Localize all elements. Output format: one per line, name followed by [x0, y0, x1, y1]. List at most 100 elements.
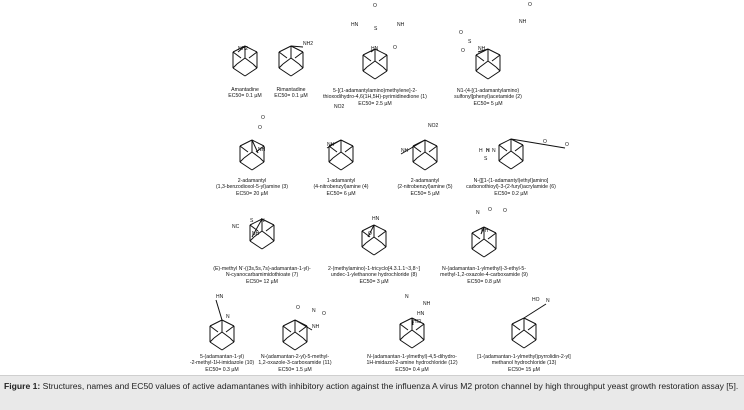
bond: [361, 246, 375, 256]
atom-label: NH: [397, 22, 405, 28]
bond: [269, 236, 275, 242]
ec50-value: EC50= 6 µM: [326, 190, 356, 197]
bond: [400, 139, 426, 155]
bond: [249, 236, 255, 242]
bond: [411, 339, 425, 349]
bond: [475, 238, 485, 246]
bond: [298, 63, 304, 69]
compound-name: 2-(methylamino)-1-tricyclo[4.3.1.1~3,8~]…: [299, 266, 449, 285]
bond: [361, 242, 367, 248]
bond: [511, 323, 521, 331]
bond: [510, 150, 520, 158]
atom-label: S: [484, 156, 488, 162]
caption-bar: Figure 1: Structures, names and EC50 val…: [0, 375, 744, 410]
atom-label: O: [503, 208, 507, 214]
bond: [326, 139, 342, 149]
ec50-value: EC50= 2.5 µM: [358, 100, 392, 107]
compound-name: 1-adamantyl (4-nitrobenzyl)amine (4)EC50…: [291, 178, 391, 197]
bond: [531, 335, 537, 341]
bond: [381, 242, 387, 248]
bond: [527, 323, 537, 331]
compound-name-text: (E)-methyl N'-((3s,5s,7s)-adamantan-1-yl…: [213, 266, 311, 279]
bond: [377, 230, 387, 238]
bond: [249, 224, 259, 232]
bond: [523, 317, 537, 325]
structure-12: [209, 299, 235, 351]
bond: [502, 150, 512, 158]
atom-label: HN: [417, 311, 425, 317]
bond: [365, 236, 375, 244]
compound-name-text: N-{[[1-(1-adamantyl)ethyl]amino] carbono…: [466, 178, 556, 191]
bond: [332, 151, 342, 159]
caption-lead: Figure 1:: [4, 381, 41, 391]
bond: [416, 151, 426, 159]
bond: [265, 224, 275, 232]
bond: [251, 161, 265, 171]
structure-4: [475, 48, 501, 80]
compound-name: N-{[[1-(1-adamantyl)ethyl]amino] carbono…: [436, 178, 586, 197]
compound-name: N-(adamantan-1-ylmethyl)-3-ethyl-5- meth…: [409, 266, 559, 285]
ec50-value: EC50= 0.2 µM: [494, 190, 528, 197]
bond: [294, 341, 308, 351]
bond: [370, 48, 376, 53]
bond: [248, 51, 258, 59]
compound-name-text: 1-adamantyl (4-nitrobenzyl)amine (4): [313, 178, 369, 191]
bond: [373, 224, 387, 232]
bond: [290, 57, 300, 65]
bond: [221, 331, 231, 339]
atom-label: HN: [372, 216, 380, 222]
bond: [471, 226, 485, 234]
bond: [232, 67, 246, 77]
bond: [412, 157, 418, 163]
bond: [239, 145, 249, 153]
bond: [424, 161, 438, 171]
bond: [399, 317, 413, 325]
compound-name: 2-adamantyl (1,3-benzodioxol-5-yl)amine …: [177, 178, 327, 197]
bond: [491, 244, 497, 250]
bond: [491, 54, 501, 62]
bond: [361, 224, 375, 232]
bond: [244, 57, 254, 65]
bond: [412, 145, 422, 153]
atom-label: N: [312, 308, 316, 314]
bond: [479, 60, 489, 68]
bond: [302, 337, 308, 343]
bond: [239, 157, 245, 163]
ec50-value: EC50= 5 µM: [410, 190, 440, 197]
ec50-value: EC50= 0.3 µM: [205, 366, 239, 373]
bond: [374, 48, 388, 56]
atom-label: NH: [478, 46, 486, 52]
atom-label: O: [373, 3, 377, 9]
atom-label: O: [393, 45, 397, 51]
ec50-value: EC50= 1.5 µM: [278, 366, 312, 373]
atom-label: NH: [252, 231, 260, 237]
bond: [249, 218, 263, 226]
bond: [415, 323, 425, 331]
atom-label: HN: [216, 294, 224, 300]
bond: [278, 63, 284, 69]
compound-name-text: [1-(adamantan-1-ylmethyl)pyrrolidin-2-yl…: [477, 354, 571, 367]
atom-label: N: [492, 148, 496, 154]
bond: [432, 157, 438, 163]
bond: [348, 157, 354, 163]
bond: [483, 248, 497, 258]
bond: [259, 157, 265, 163]
bond: [498, 160, 512, 170]
chemical-structures: [209, 45, 566, 351]
atom-label: HN: [351, 22, 359, 28]
bond: [239, 139, 253, 147]
bond: [286, 331, 296, 339]
bond: [362, 70, 376, 80]
bond: [480, 226, 485, 235]
bond: [261, 218, 275, 226]
bond: [213, 331, 223, 339]
bond: [411, 317, 414, 326]
bond: [278, 45, 292, 53]
structure-15: [511, 303, 547, 349]
bond: [340, 139, 354, 147]
bond: [282, 337, 288, 343]
bond: [411, 329, 421, 337]
bond: [374, 70, 388, 80]
ec50-value: EC50= 0.8 µM: [467, 278, 501, 285]
